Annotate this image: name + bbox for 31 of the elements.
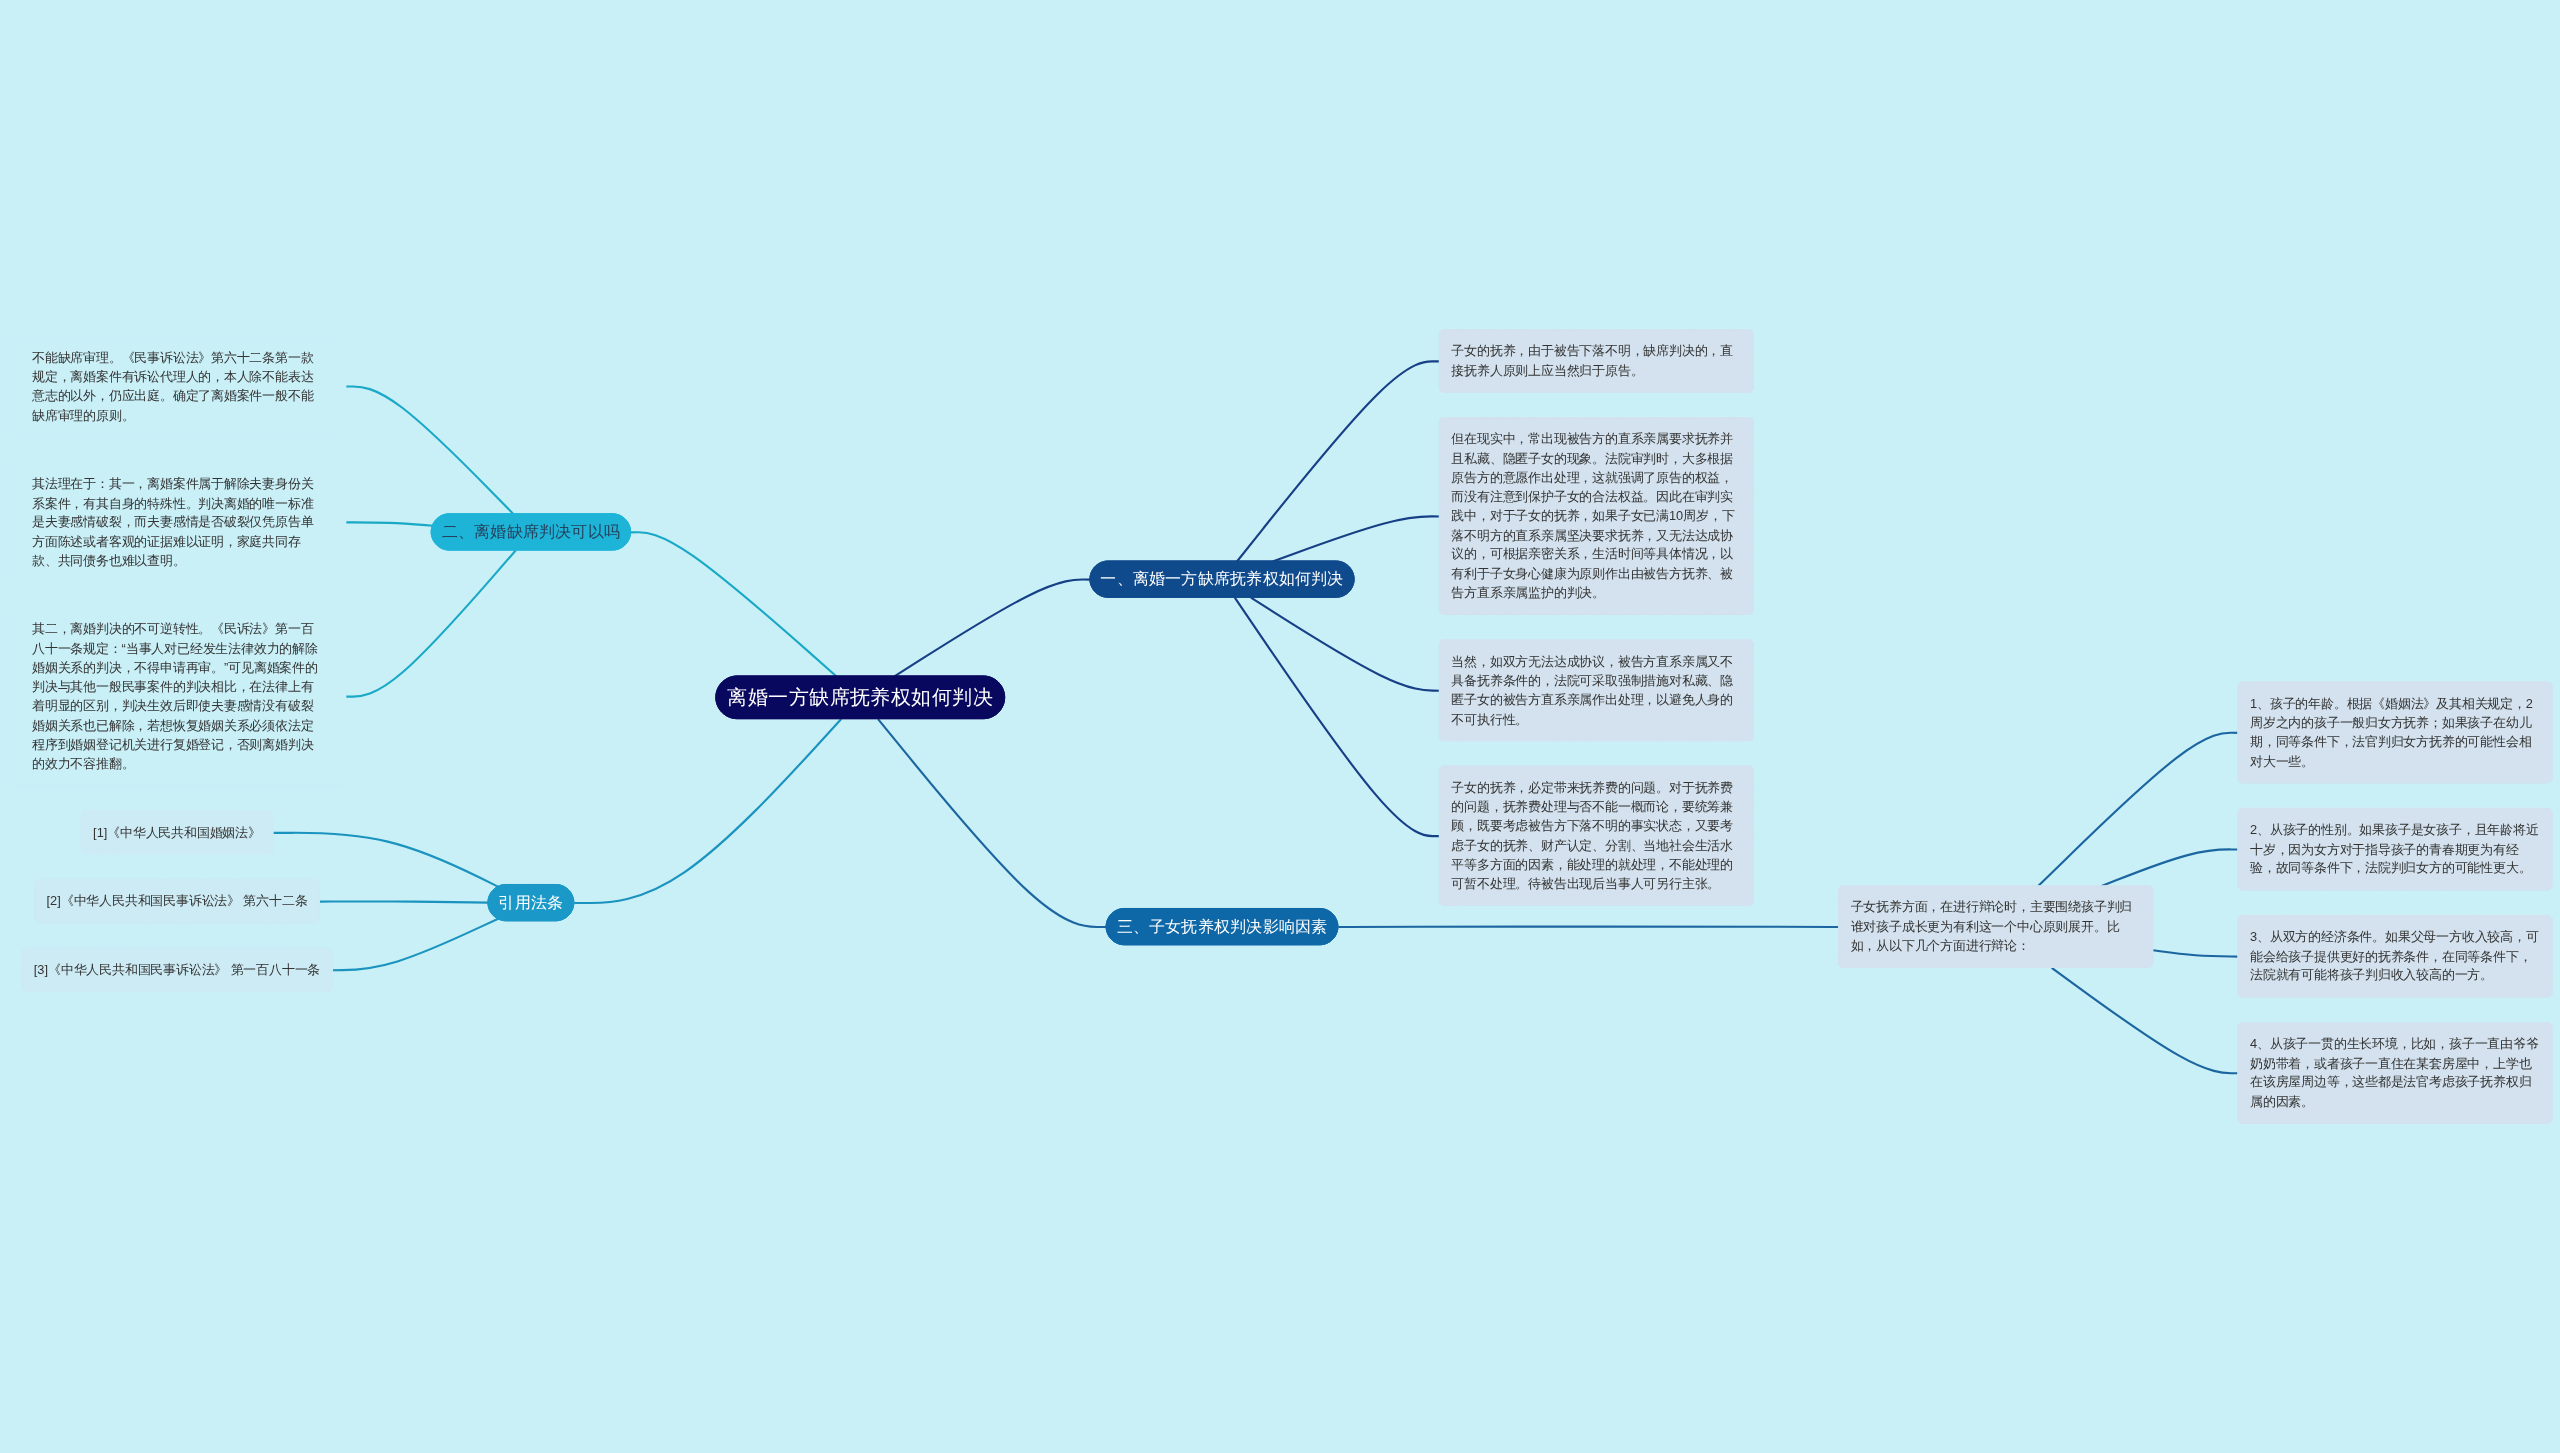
connector-line [877,718,1107,929]
note-card: 1、孩子的年龄。根据《婚姻法》及其相关规定，2周岁之内的孩子一般归女方抚养；如果孩子在幼儿期，同等条件下，法官判归女方抚养的可能性会相对大一些。 [2237,681,2553,784]
connector-line [345,549,517,698]
connector-line [345,521,433,527]
connector-line [630,531,838,678]
connector-line [345,385,515,515]
note-card: 3、从双方的经济条件。如果父母一方收入较高，可能会给孩子提供更好的抚养条件，在同等条件下，法院就有可能将孩子判归收入较高的一方。 [2237,915,2553,998]
note-card: 子女的抚养，必定带来抚养费的问题。对于抚养费的问题，抚养费处理与否不能一概而论，要统筹兼顾，既要考虑被告方下落不明的事实状态，又要考虑子女的抚养、财产认定、分割、当地社会生活水平等多方面的因素，能处理的就处理，不能处理的可暂不处理。待被告出现后当事人可另行主张。 [1439,765,1754,906]
branch-topic: 二、离婚缺席判决可以吗 [430,513,631,551]
connector-line [893,578,1091,678]
note-card: 当然，如双方无法达成协议，被告方直系亲属又不具备抚养条件的，法院可采取强制措施对私藏、隐匿子女的被告方直系亲属作出处理，以避免人身的不可执行性。 [1439,639,1754,742]
connector-line [1233,597,1440,838]
connector-line [2051,966,2239,1075]
note-card: 2、从孩子的性别。如果孩子是女孩子，且年龄将近十岁，因为女方对于指导孩子的青春期更为有经验，故同等条件下，法院判归女方的可能性更大。 [2237,807,2553,891]
connector-line [574,718,842,905]
connector-line [1338,925,1840,929]
connector-line [1236,360,1440,563]
note-card: 子女的抚养，由于被告下落不明，缺席判决的，直接抚养人原则上应当然归于原告。 [1439,329,1754,393]
note-card: 4、从孩子一贯的生长环境，比如，孩子一直由爷爷奶奶带着，或者孩子一直住在某套房屋中，上学也在该房屋周边等，这些都是法官考虑孩子抚养权归属的因素。 [2237,1022,2553,1124]
connector-line [319,900,489,904]
connector-line [332,917,499,972]
branch-topic: 三、子女抚养权判决影响因素 [1105,908,1339,946]
branch-topic: 一、离婚一方缺席抚养权如何判决 [1089,560,1355,598]
branch-topic: 引用法条 [487,884,575,922]
connector-line [1250,596,1440,692]
note-card: 但在现实中，常出现被告方的直系亲属要求抚养并且私藏、隐匿子女的现象。法院审判时，大多根据原告方的意愿作出处理，这就强调了原告的权益，而没有注意到保护子女的合法权益。因此在审判实践中，对于子女的抚养，如果子女已满10周岁，下落不明方的直系亲属坚决要求抚养，又无法达成协议的，可根据亲密关系，生活时间等具体情况，以有利于子女身心健康为原则作出由被告方抚养、被告方直系亲属监护的判决。 [1439,417,1754,615]
connector-line [2152,949,2239,958]
note-card: 子女抚养方面，在进行辩论时，主要围绕孩子判归谁对孩子成长更为有利这一个中心原则展开。比如，从以下几个方面进行辩论： [1838,885,2154,968]
connector-line [273,831,499,888]
connector-line [1272,515,1440,563]
central-topic: 离婚一方缺席抚养权如何判决 [715,675,1006,720]
